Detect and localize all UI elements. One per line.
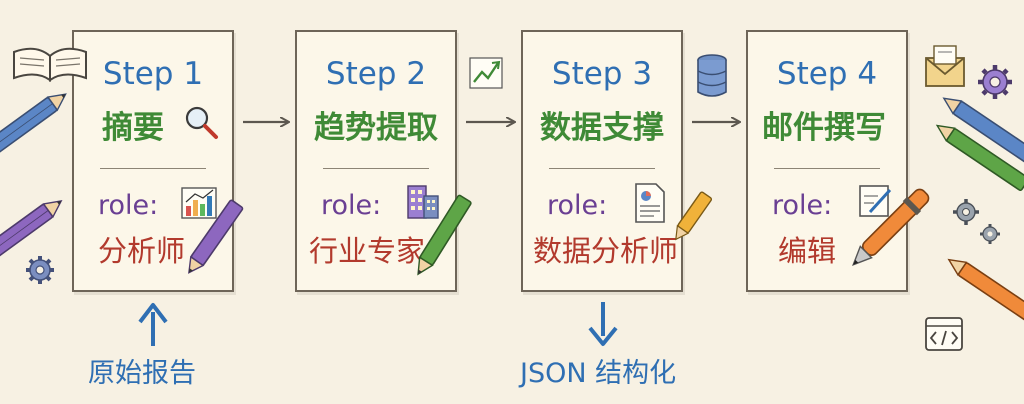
envelope-icon xyxy=(925,45,965,87)
role-name: 行业专家 xyxy=(309,234,426,268)
card-divider xyxy=(774,168,880,169)
output-label: JSON 结构化 xyxy=(520,358,677,389)
open-book-icon xyxy=(13,47,87,82)
step-label: Step 2 xyxy=(325,56,427,92)
right-green-pencil-icon xyxy=(935,124,1024,192)
building-icon xyxy=(407,185,439,219)
input-arrow-icon xyxy=(138,303,168,346)
role-label: role: xyxy=(321,190,382,221)
database-icon xyxy=(697,54,727,97)
blue-pencil-icon xyxy=(0,93,67,161)
right-orange-pencil-icon xyxy=(947,258,1024,322)
gray-gear-icon xyxy=(953,199,979,225)
step-title: 邮件撰写 xyxy=(762,110,886,146)
purple-gear-icon xyxy=(978,65,1012,99)
role-label: role: xyxy=(98,190,159,221)
code-window-icon xyxy=(925,317,963,351)
purple-pencil-icon xyxy=(0,200,63,268)
step-card-1: Step 1 摘要 role: 分析师 xyxy=(72,30,234,292)
role-name: 编辑 xyxy=(778,234,837,268)
step-card-3: Step 3 数据支撑 role: 数据分析师 xyxy=(521,30,683,292)
gear-icon xyxy=(26,256,54,284)
orange-pen-icon xyxy=(852,188,930,266)
green-pencil-icon xyxy=(417,194,472,276)
magnifier-icon xyxy=(185,106,218,139)
small-gear-icon xyxy=(980,224,1000,244)
step-title: 趋势提取 xyxy=(314,110,438,146)
bar-chart-icon xyxy=(181,187,217,219)
step-label: Step 3 xyxy=(551,56,653,92)
step-label: Step 1 xyxy=(102,56,204,92)
card-divider xyxy=(549,168,655,169)
role-label: role: xyxy=(772,190,833,221)
step-title: 摘要 xyxy=(102,110,164,146)
trend-line-icon xyxy=(469,57,503,89)
right-blue-pencil-icon xyxy=(942,97,1024,164)
role-name: 分析师 xyxy=(98,234,186,268)
step-title: 数据支撑 xyxy=(540,110,664,146)
input-label: 原始报告 xyxy=(88,358,196,389)
step-label: Step 4 xyxy=(776,56,878,92)
card-divider xyxy=(100,168,206,169)
purple-pen-icon xyxy=(188,199,244,274)
card-divider xyxy=(323,168,429,169)
pen-on-paper-icon xyxy=(859,185,892,217)
yellow-pencil-icon xyxy=(675,191,713,241)
report-document-icon xyxy=(635,183,665,223)
output-arrow-icon xyxy=(588,302,618,346)
role-label: role: xyxy=(547,190,608,221)
role-name: 数据分析师 xyxy=(533,234,679,268)
